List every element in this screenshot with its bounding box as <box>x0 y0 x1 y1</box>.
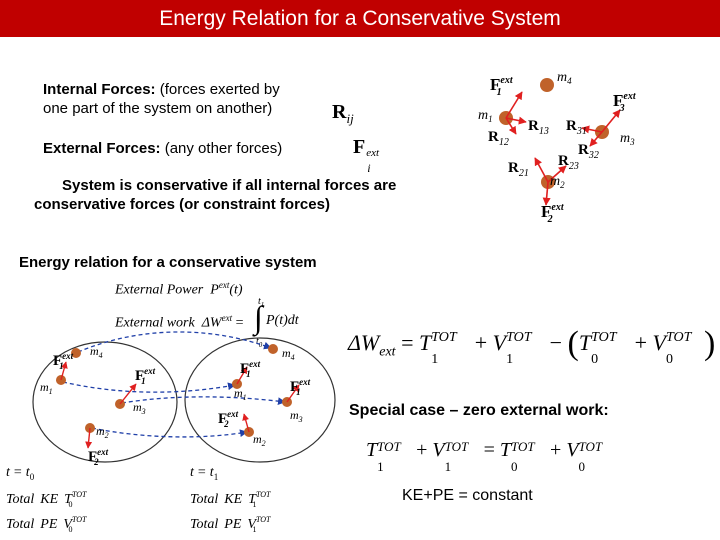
r12-label: R12 <box>488 129 509 148</box>
trajectory-m1 <box>62 381 236 393</box>
t1-m4-label: m4 <box>282 346 295 362</box>
r13-arrow <box>505 116 527 125</box>
trajectory-m2 <box>91 427 248 438</box>
mass-4-t1 <box>268 344 278 354</box>
f1-ext-arrow-t0 <box>60 361 68 381</box>
internal-forces-line1: Internal Forces: (forces exerted by <box>43 80 280 99</box>
f2-ext-arrow-t0 <box>85 427 93 449</box>
energy-relation-heading: Energy relation for a conservative syste… <box>19 254 317 271</box>
r31-arrow <box>581 125 603 134</box>
external-power-definition: External Power Pext(t) <box>115 280 243 298</box>
t0-m2-label: m2 <box>96 424 109 440</box>
t0-m1-label: m1 <box>40 380 53 396</box>
m4-label: m4 <box>557 70 572 86</box>
integral-sign: ∫ <box>254 299 263 335</box>
f1-ext-arrow <box>505 91 523 119</box>
internal-forces-desc1: (forces exerted by <box>155 81 280 98</box>
f2-ext-arrow-t1 <box>242 413 250 433</box>
internal-forces-label: Internal Forces: <box>43 81 156 98</box>
f1-ext-arrow-t1 <box>236 366 248 385</box>
time-t1-label: t=t1 <box>190 465 218 482</box>
f3-ext-arrow <box>601 109 621 133</box>
m2-label: m2 <box>550 174 565 190</box>
integral-lower-limit: t0 <box>256 336 263 349</box>
mass-4-t0 <box>71 348 81 358</box>
system-ellipse-t1 <box>184 337 336 463</box>
r32-arrow <box>589 131 603 147</box>
f2-ext-arrow <box>542 181 551 206</box>
r21-label: R21 <box>508 160 529 179</box>
integrand: P(t)dt <box>266 313 299 328</box>
trajectory-m3 <box>121 396 286 405</box>
conservative-statement-line1: System is conservative if all internal f… <box>62 177 397 194</box>
f1-arrow-m3-t0 <box>119 383 137 405</box>
f3-arrow-t1 <box>286 384 300 403</box>
conservative-statement-line2: conservative forces (or constraint force… <box>34 196 330 213</box>
special-case-label: Special case – zero external work: <box>349 402 609 419</box>
r21-arrow <box>534 157 549 183</box>
r12-arrow <box>505 117 517 135</box>
internal-forces-desc2: one part of the system on another) <box>43 100 273 117</box>
r23-arrow <box>547 165 567 183</box>
t1-m3-label: m3 <box>290 408 303 424</box>
title-bar: Energy Relation for a Conservative Syste… <box>0 0 720 37</box>
external-forces-line: External Forces: (any other forces) <box>43 139 282 158</box>
r13-label: R13 <box>528 118 549 137</box>
mass-4-dot <box>540 78 554 92</box>
integral-upper-limit: t1 <box>258 296 265 309</box>
external-forces-label: External Forces: <box>43 140 161 157</box>
page-title: Energy Relation for a Conservative Syste… <box>159 6 561 30</box>
external-work-definition: External work ΔWext = <box>115 313 244 331</box>
trajectory-m4 <box>77 331 272 353</box>
ke-pe-constant: KE+PE = constant <box>402 487 533 504</box>
t0-m3-label: m3 <box>133 400 146 416</box>
r23-label: R23 <box>558 153 579 172</box>
r31-label: R31 <box>566 118 587 137</box>
m1-label: m1 <box>478 108 493 124</box>
time-t0-label: t=t0 <box>6 465 35 482</box>
internal-force-symbol: Rij <box>332 101 354 126</box>
t0-m4-label: m4 <box>90 344 103 360</box>
r32-label: R32 <box>578 142 599 161</box>
external-forces-desc: (any other forces) <box>160 140 283 157</box>
t1-m2-label: m2 <box>253 432 266 448</box>
t1-m1-label: m1 <box>234 386 247 402</box>
m3-label: m3 <box>620 131 635 147</box>
